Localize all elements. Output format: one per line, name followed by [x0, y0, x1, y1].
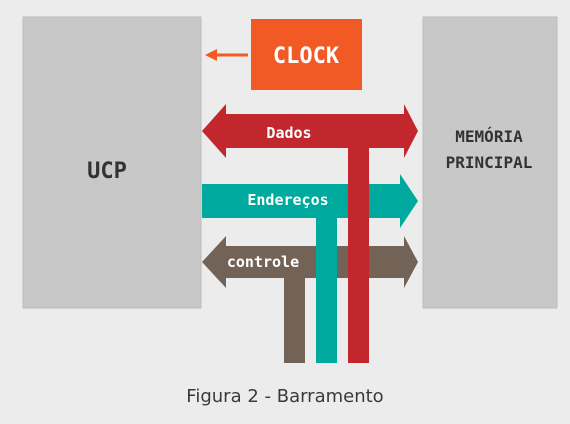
clock-box	[251, 19, 362, 90]
address-bus-label: Endereços	[247, 191, 328, 209]
cpu-box	[22, 16, 202, 309]
memory-label-line1: MEMÓRIA	[455, 127, 523, 146]
memory-box	[422, 16, 558, 309]
figure-caption: Figura 2 - Barramento	[186, 386, 384, 407]
data-bus	[202, 104, 418, 363]
control-bus-label: controle	[227, 253, 299, 271]
cpu-label: UCP	[87, 159, 127, 184]
clock-label: CLOCK	[273, 44, 340, 69]
data-bus-label: Dados	[266, 124, 311, 142]
clock-arrow	[205, 49, 248, 61]
memory-label-line2: PRINCIPAL	[446, 153, 533, 172]
